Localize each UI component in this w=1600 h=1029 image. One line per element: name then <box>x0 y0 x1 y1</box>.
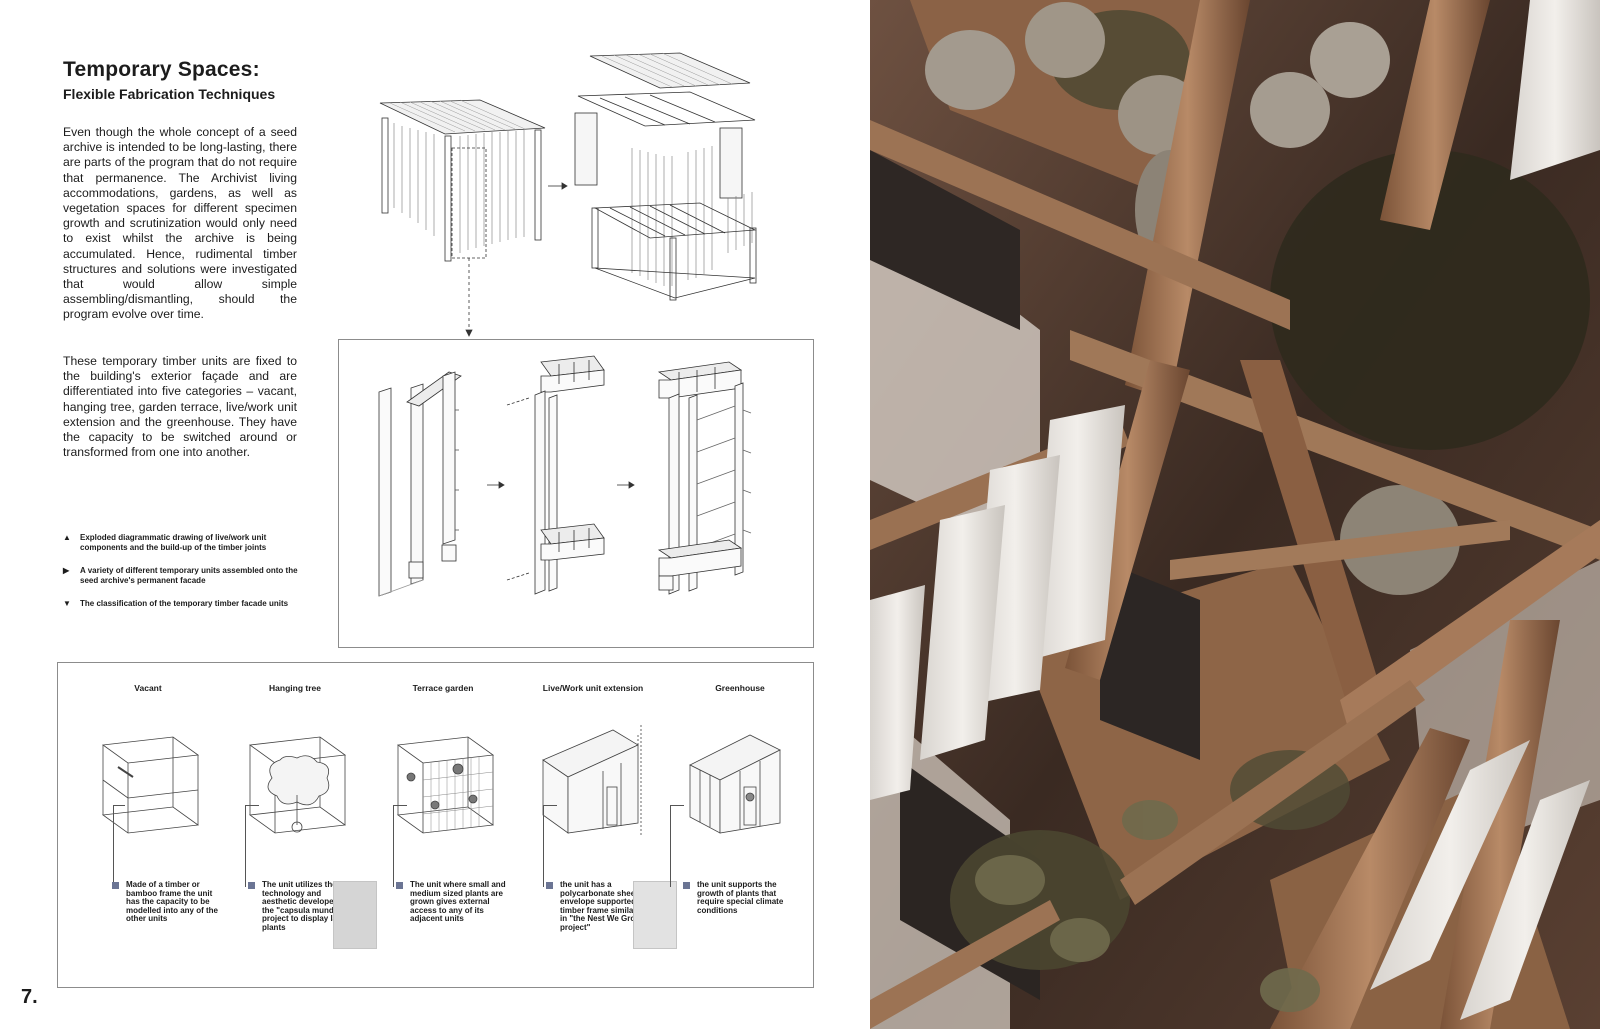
facade-rendering <box>870 0 1600 1029</box>
marker-square <box>112 882 119 889</box>
triangle-up-icon: ▲ <box>63 533 71 542</box>
caption-classification: ▼ The classification of the temporary ti… <box>63 599 313 609</box>
category-label: Live/Work unit extension <box>542 683 644 693</box>
marker-square <box>683 882 690 889</box>
category-label: Greenhouse <box>715 683 765 693</box>
caption-assembly: ▶ A variety of different temporary units… <box>63 566 313 585</box>
category-label: Vacant <box>134 683 162 693</box>
timber-facade-illustration <box>870 0 1600 1029</box>
category-description: The unit utilizes the technology and aes… <box>248 880 358 933</box>
hanging-tree-unit-drawing <box>248 736 347 834</box>
unit-classification-panel: Vacant Made of a timber or bamboo frame … <box>57 662 814 988</box>
exploded-unit-diagram <box>379 52 757 337</box>
live-work-unit-drawing <box>542 725 642 835</box>
triangle-right-icon: ▶ <box>63 566 70 575</box>
timber-joint-diagram <box>338 339 814 648</box>
caption-text: A variety of different temporary units a… <box>80 566 298 585</box>
category-label: Terrace garden <box>412 683 474 693</box>
category-description: Made of a timber or bamboo frame the uni… <box>112 880 222 924</box>
left-text-panel: Temporary Spaces: Flexible Fabrication T… <box>21 52 814 1008</box>
units-paragraph: These temporary timber units are fixed t… <box>63 354 297 460</box>
marker-square <box>396 882 403 889</box>
category-description: the unit supports the growth of plants t… <box>683 880 789 915</box>
capsula-mundi-photo <box>333 881 377 949</box>
marker-square <box>546 882 553 889</box>
caption-exploded: ▲ Exploded diagrammatic drawing of live/… <box>63 533 313 552</box>
terrace-garden-unit-drawing <box>396 736 495 834</box>
page-subtitle: Flexible Fabrication Techniques <box>63 86 276 102</box>
triangle-down-icon: ▼ <box>63 599 71 608</box>
category-label: Hanging tree <box>269 683 321 693</box>
caption-text: Exploded diagrammatic drawing of live/wo… <box>80 533 267 552</box>
page-number: 7. <box>21 986 38 1008</box>
arrow-right-icon <box>561 182 568 190</box>
page-title: Temporary Spaces: <box>63 58 260 81</box>
caption-text: The classification of the temporary timb… <box>80 599 289 608</box>
vacant-unit-drawing <box>101 736 200 834</box>
greenhouse-unit-drawing <box>689 734 781 834</box>
nest-we-grow-photo <box>633 881 677 949</box>
category-description: The unit where small and medium sized pl… <box>396 880 506 924</box>
intro-paragraph: Even though the whole concept of a seed … <box>63 125 297 322</box>
category-description: the unit has a polycarbonate sheet envel… <box>546 880 656 933</box>
marker-square <box>248 882 255 889</box>
figure-captions: ▲ Exploded diagrammatic drawing of live/… <box>63 533 313 623</box>
